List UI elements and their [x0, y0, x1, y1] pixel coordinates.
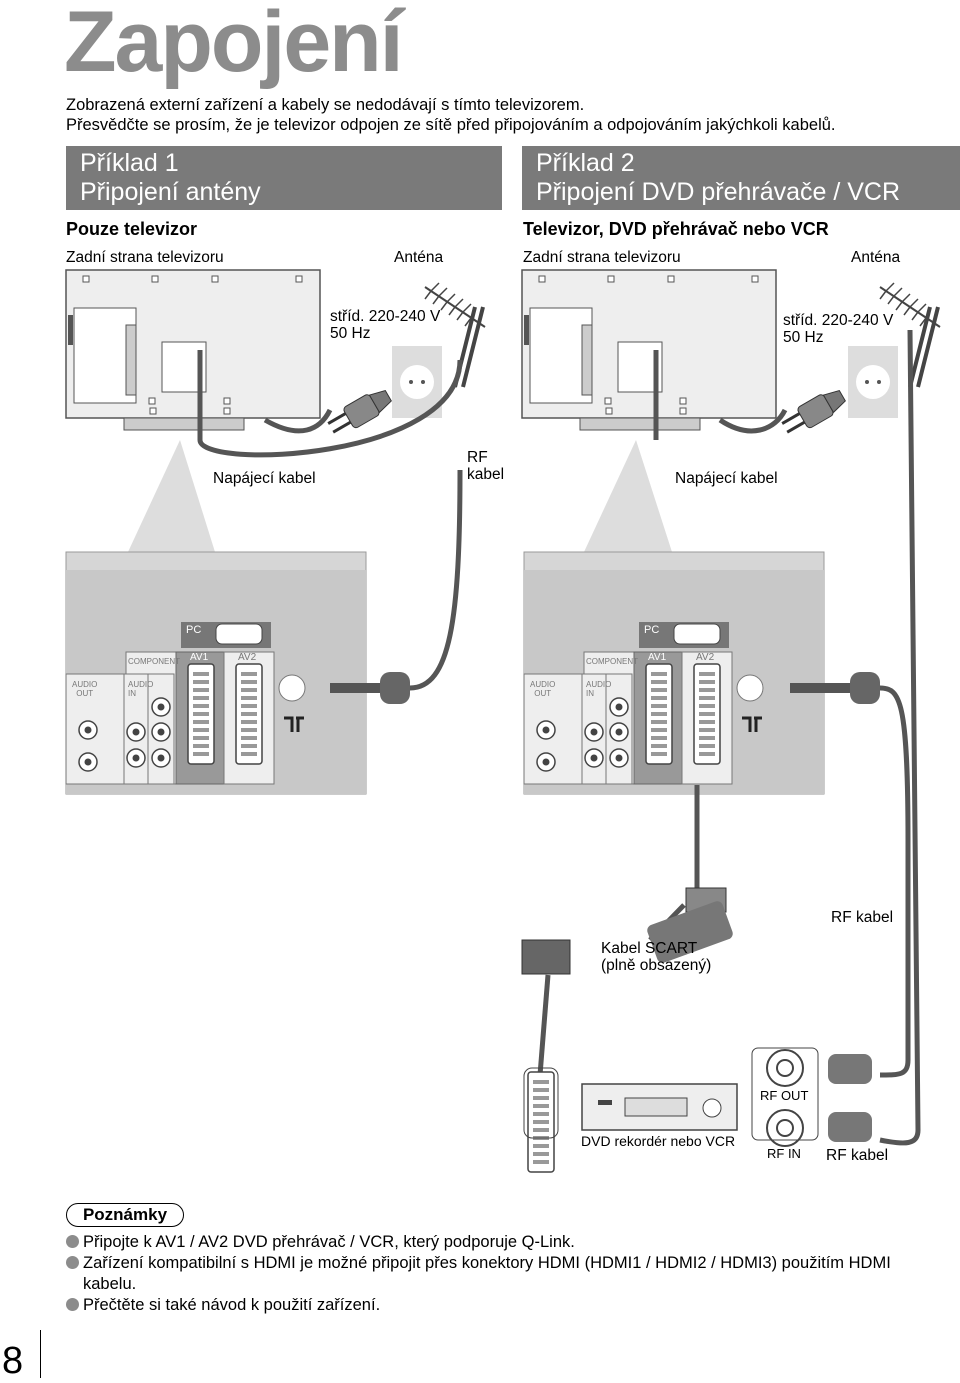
- scart-cable-label: Kabel SCART (plně obsazený): [601, 940, 711, 974]
- audio-in-label: AUDIO IN: [128, 680, 153, 698]
- audio-in-line-1: AUDIO: [128, 680, 154, 689]
- rf-in-label: RF IN: [767, 1146, 801, 1161]
- bullet-icon: [66, 1256, 79, 1269]
- example1-terminal-panel: PC COMPONENT AV1 AV2 AUDIO OUT AUDIO IN: [66, 552, 366, 794]
- example1-heading-2: Připojení antény: [80, 178, 261, 206]
- av2-label: AV2: [696, 652, 715, 663]
- example2-power-cable-label: Napájecí kabel: [675, 470, 778, 487]
- example1-rf-line-2: kabel: [467, 466, 505, 483]
- example2-power-spec: stříd. 220-240 V 50 Hz: [783, 312, 893, 346]
- note-item: Připojte k AV1 / AV2 DVD přehrávač / VCR…: [66, 1232, 946, 1253]
- note-item-continuation: kabelu.: [83, 1275, 137, 1293]
- pc-label: PC: [186, 624, 202, 636]
- component-label: COMPONENT: [128, 657, 180, 666]
- audio-out-line-1: AUDIO: [530, 680, 556, 689]
- example2-heading-1: Příklad 2: [536, 149, 635, 177]
- av1-label: AV1: [648, 652, 667, 663]
- example2-banner: Příklad 2 Připojení DVD přehrávače / VCR: [522, 146, 960, 210]
- audio-out-line-1: AUDIO: [72, 680, 98, 689]
- example2-subtitle: Televizor, DVD přehrávač nebo VCR: [523, 219, 829, 239]
- example1-rf-cable-label: RF kabel: [467, 449, 504, 483]
- scart-line-1: Kabel SCART: [601, 940, 698, 957]
- audio-in-line-1: AUDIO: [586, 680, 612, 689]
- example1-tv-back-label: Zadní strana televizoru: [66, 249, 224, 266]
- example2-power-line-2: 50 Hz: [783, 329, 824, 346]
- note-text: Připojte k AV1 / AV2 DVD přehrávač / VCR…: [83, 1233, 575, 1251]
- note-item: Zařízení kompatibilní s HDMI je možné př…: [66, 1253, 946, 1274]
- note-item: Přečtěte si také návod k použití zařízen…: [66, 1295, 946, 1316]
- intro-line-1: Zobrazená externí zařízení a kabely se n…: [66, 96, 585, 114]
- example1-banner: Příklad 1 Připojení antény: [66, 146, 502, 210]
- audio-out-line-2: OUT: [76, 689, 94, 698]
- intro-text: Zobrazená externí zařízení a kabely se n…: [66, 95, 836, 135]
- example1-subtitle: Pouze televizor: [66, 219, 198, 239]
- audio-in-line-2: IN: [128, 689, 136, 698]
- example2-rf-cable-bottom-label: RF kabel: [826, 1147, 889, 1164]
- audio-in-line-2: IN: [586, 689, 594, 698]
- example2-heading-2: Připojení DVD přehrávače / VCR: [536, 178, 901, 206]
- example1-heading-1: Příklad 1: [80, 149, 179, 177]
- audio-out-label: AUDIO OUT: [530, 680, 555, 698]
- av2-label: AV2: [238, 652, 257, 663]
- av1-label: AV1: [190, 652, 209, 663]
- example2-tv-back-label: Zadní strana televizoru: [523, 249, 681, 266]
- intro-line-2: Přesvědčte se prosím, že je televizor od…: [66, 116, 836, 134]
- example1-power-spec: stříd. 220-240 V 50 Hz: [330, 308, 440, 342]
- page-title: Zapojení: [64, 0, 404, 90]
- scart-line-2: (plně obsazený): [601, 957, 712, 974]
- example2-power-line-1: stříd. 220-240 V: [783, 312, 894, 329]
- bullet-icon: [66, 1235, 79, 1248]
- rf-out-label: RF OUT: [760, 1088, 809, 1103]
- example2-rf-cable-top-label: RF kabel: [831, 909, 894, 926]
- example1-rf-line-1: RF: [467, 449, 488, 466]
- page-number: 8: [2, 1340, 24, 1382]
- example1-power-line-1: stříd. 220-240 V: [330, 308, 441, 325]
- note-text: Zařízení kompatibilní s HDMI je možné př…: [83, 1254, 891, 1272]
- bullet-icon: [66, 1298, 79, 1311]
- example1-power-cable-label: Napájecí kabel: [213, 470, 316, 487]
- example2-antenna-label: Anténa: [851, 249, 901, 266]
- component-label: COMPONENT: [586, 657, 638, 666]
- audio-out-line-2: OUT: [534, 689, 552, 698]
- audio-out-label: AUDIO OUT: [72, 680, 97, 698]
- example1-antenna-label: Anténa: [394, 249, 444, 266]
- notes-label: Poznámky: [66, 1203, 184, 1227]
- recorder-label: DVD rekordér nebo VCR: [581, 1133, 736, 1149]
- pc-label: PC: [644, 624, 660, 636]
- page-number-divider: [40, 1330, 41, 1378]
- example1-power-line-2: 50 Hz: [330, 325, 371, 342]
- audio-in-label: AUDIO IN: [586, 680, 611, 698]
- example2-terminal-panel: PC COMPONENT AV1 AV2 AUDIO OUT AUDIO IN: [524, 552, 824, 794]
- note-text: Přečtěte si také návod k použití zařízen…: [83, 1296, 381, 1314]
